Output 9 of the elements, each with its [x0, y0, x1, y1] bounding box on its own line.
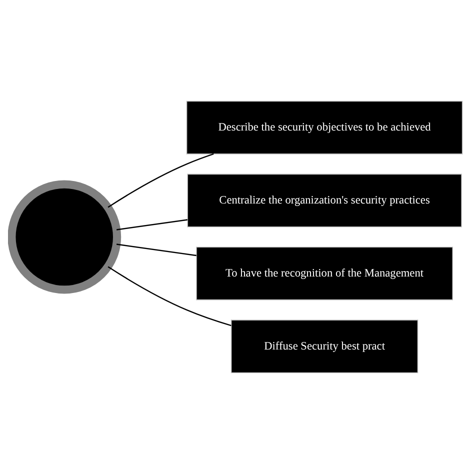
node-circle — [8, 180, 122, 294]
node-box: Diffuse Security best pract — [230, 320, 418, 374]
node-box: To have the recognition of the Management — [196, 246, 453, 300]
connector — [108, 153, 214, 208]
connector — [116, 219, 188, 230]
node-box: Describe the security objectives to be achieved — [186, 100, 463, 154]
node-box: Centralize the organization's security practices — [187, 174, 462, 228]
connector — [108, 266, 232, 326]
connector — [116, 244, 196, 256]
